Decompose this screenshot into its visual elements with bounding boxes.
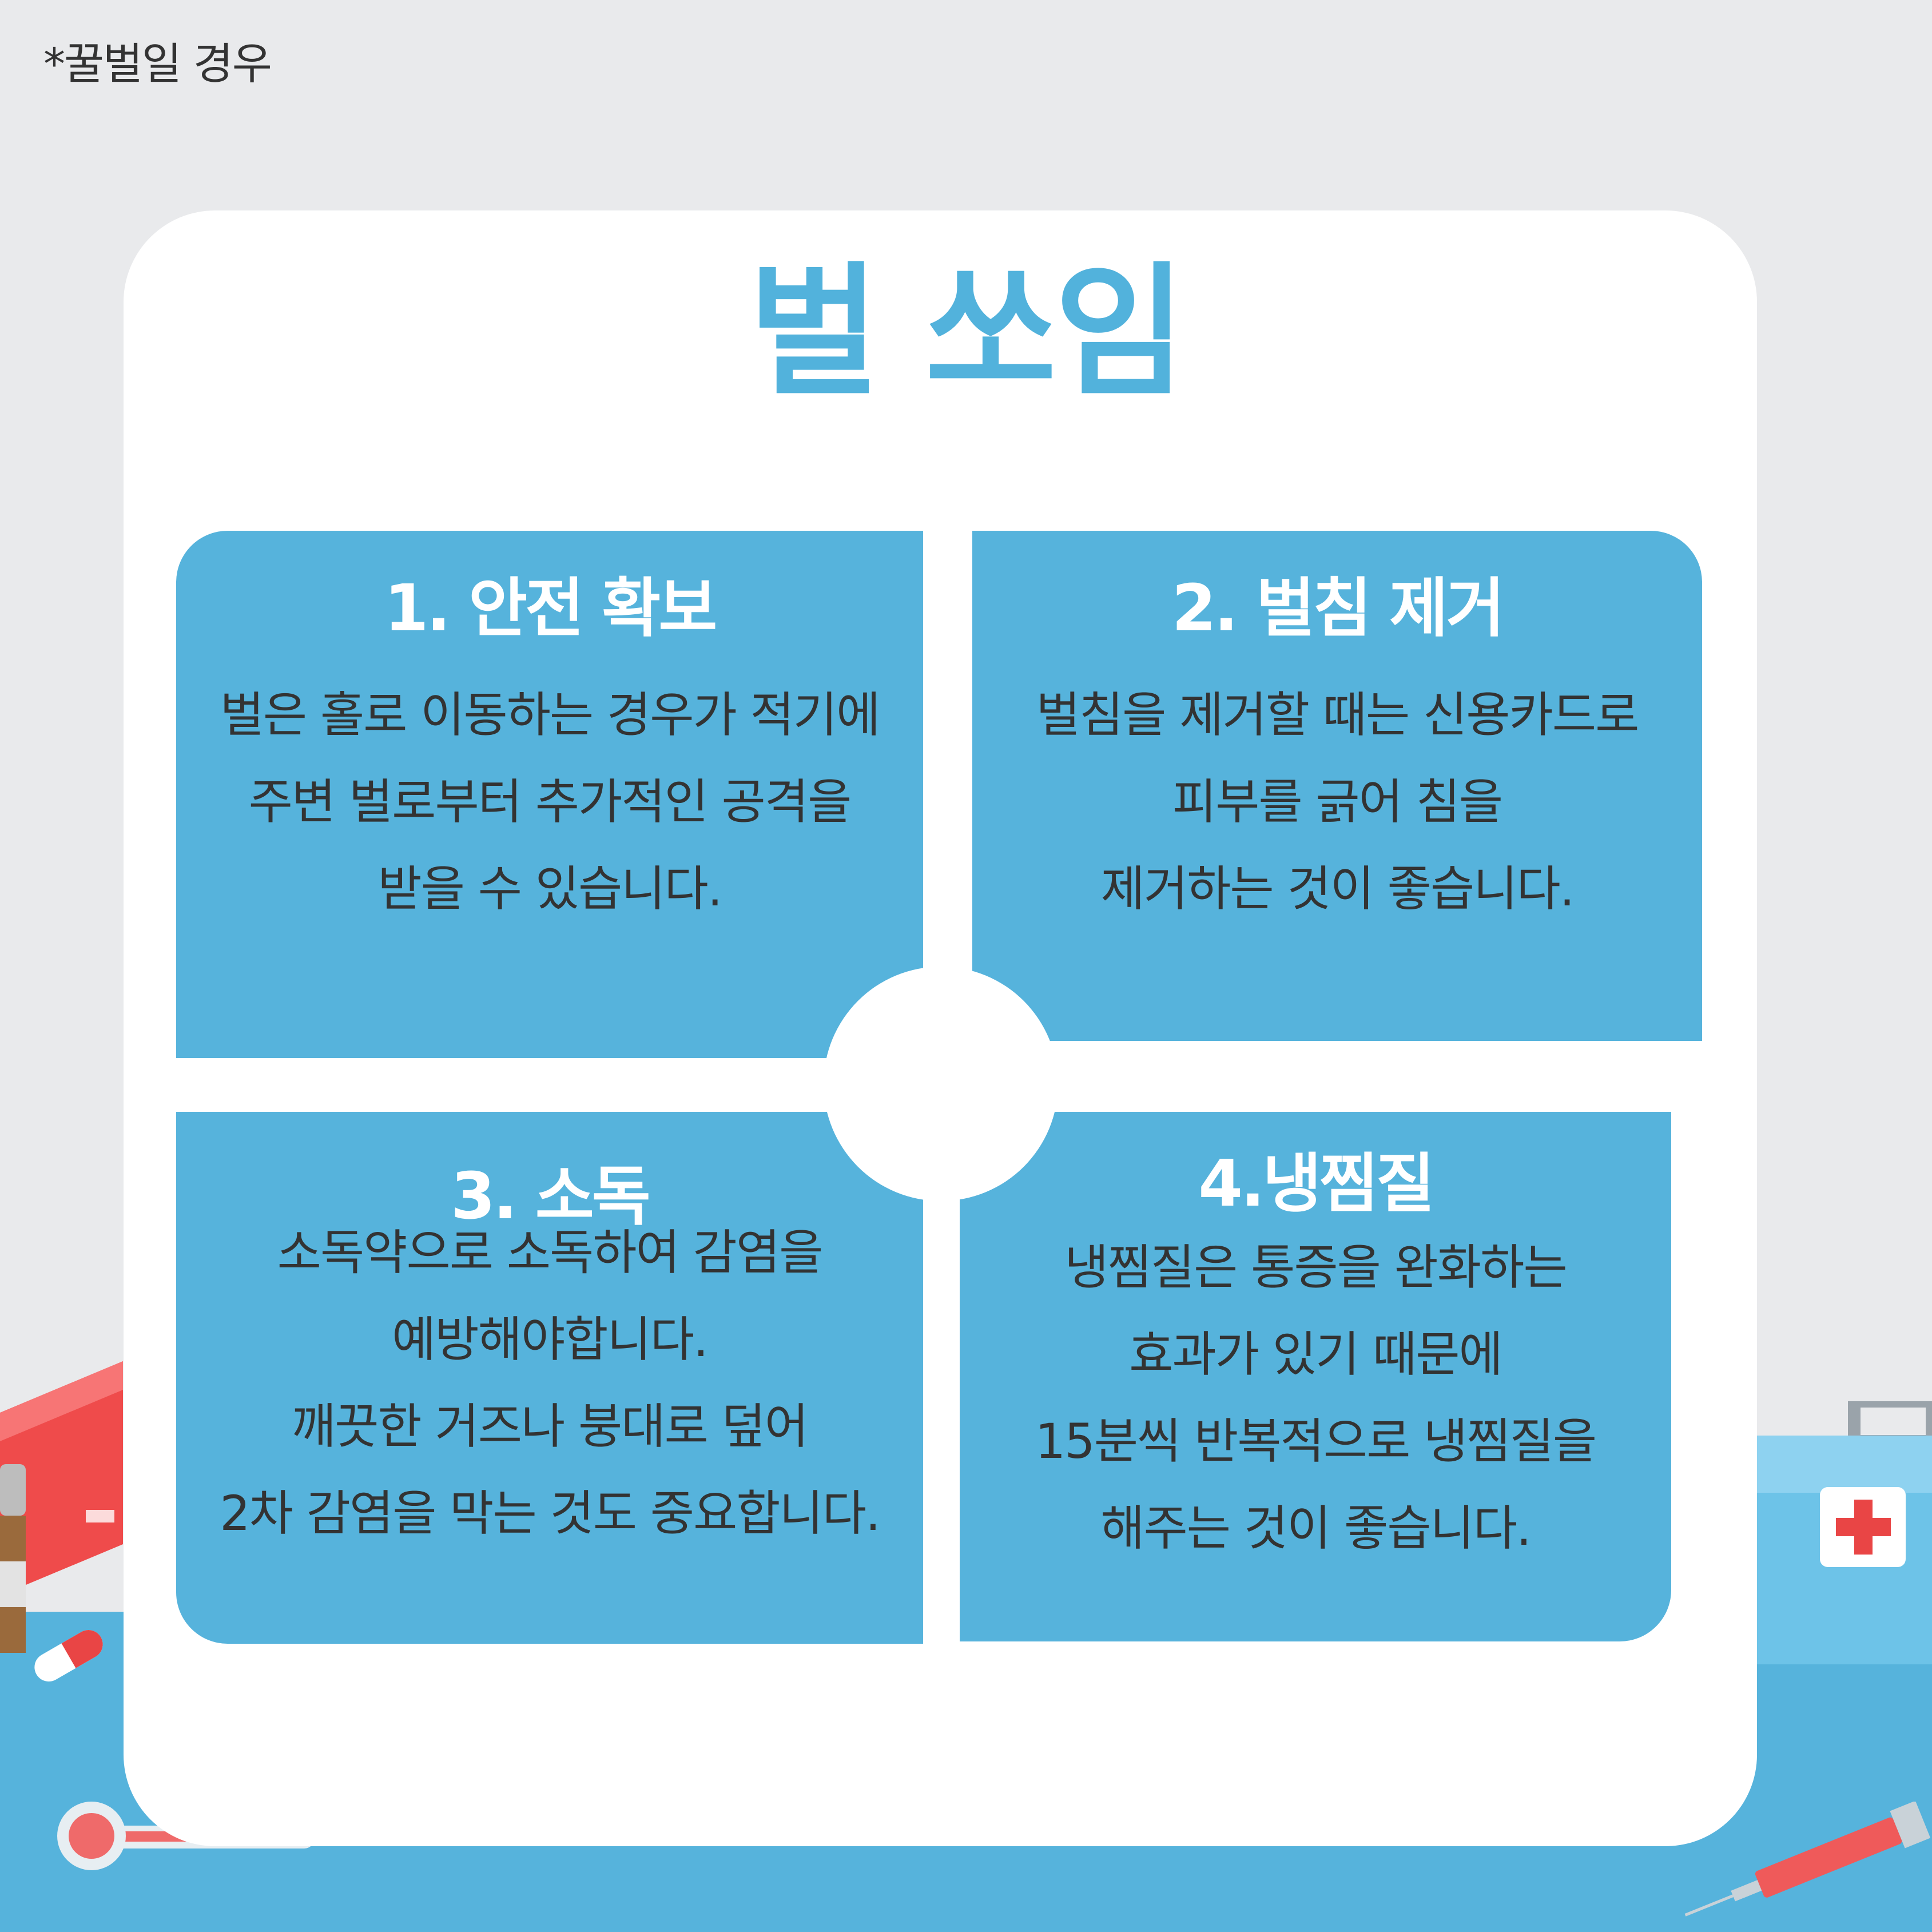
panel-heading: 3. 소독 <box>451 1159 651 1234</box>
panel-line: 주변 벌로부터 추가적인 공격을 <box>248 774 852 830</box>
panel-line: 냉찜질은 통증을 완화하는 <box>1064 1239 1567 1295</box>
note-text: *꿀벌일 경우 <box>43 38 272 89</box>
panel-line: 15분씩 반복적으로 냉찜질을 <box>1035 1413 1597 1469</box>
panel-line: 벌은 홀로 이동하는 경우가 적기에 <box>220 687 881 743</box>
panel-line: 받을 수 있습니다. <box>377 861 722 917</box>
panel-cold-compress: 4.냉찜질 냉찜질은 통증을 완화하는 효과가 있기 때문에 15분씩 반복적으… <box>960 1112 1671 1641</box>
panel-heading: 1. 안전 확보 <box>384 571 718 646</box>
panel-safety: 1. 안전 확보 벌은 홀로 이동하는 경우가 적기에 주변 벌로부터 추가적인… <box>176 531 923 1058</box>
panel-heading: 4.냉찜질 <box>1198 1147 1435 1221</box>
panel-heading: 2. 벌침 제거 <box>1171 571 1505 646</box>
syringe-icon <box>1684 1802 1931 1917</box>
panel-line: 예방해야합니다. <box>392 1311 709 1367</box>
panel-line: 2차 감염을 막는 것도 중요합니다. <box>220 1485 881 1541</box>
center-circle <box>824 967 1058 1201</box>
panel-line: 깨끗한 거즈나 붕대로 덮어 <box>291 1398 809 1454</box>
panel-body: 벌은 홀로 이동하는 경우가 적기에 주변 벌로부터 추가적인 공격을 받을 수… <box>188 671 912 932</box>
panel-stinger-removal: 2. 벌침 제거 벌침을 제거할 때는 신용카드로 피부를 긁어 침을 제거하는… <box>972 531 1702 1041</box>
panel-line: 소독약으로 소독하여 감염을 <box>277 1225 824 1281</box>
panel-line: 제거하는 것이 좋습니다. <box>1100 861 1575 917</box>
page-title: 벌 쏘임 <box>748 249 1186 415</box>
panel-line: 효과가 있기 때문에 <box>1129 1326 1503 1382</box>
panel-body: 벌침을 제거할 때는 신용카드로 피부를 긁어 침을 제거하는 것이 좋습니다. <box>984 671 1691 932</box>
capsule-icon <box>34 1630 103 1681</box>
panel-body: 냉찜질은 통증을 완화하는 효과가 있기 때문에 15분씩 반복적으로 냉찜질을… <box>971 1224 1660 1572</box>
panel-disinfection: 3. 소독 소독약으로 소독하여 감염을 예방해야합니다. 깨끗한 거즈나 붕대… <box>176 1112 923 1644</box>
panel-line: 벌침을 제거할 때는 신용카드로 <box>1036 687 1640 743</box>
medicine-box-icon <box>0 1361 123 1596</box>
pill-bottle-icon <box>0 1464 26 1653</box>
panel-body: 소독약으로 소독하여 감염을 예방해야합니다. 깨끗한 거즈나 붕대로 덮어 2… <box>188 1209 912 1557</box>
first-aid-kit-icon <box>1757 1401 1932 1664</box>
panel-line: 해주는 것이 좋습니다. <box>1100 1500 1532 1556</box>
panel-line: 피부를 긁어 침을 <box>1172 774 1503 830</box>
